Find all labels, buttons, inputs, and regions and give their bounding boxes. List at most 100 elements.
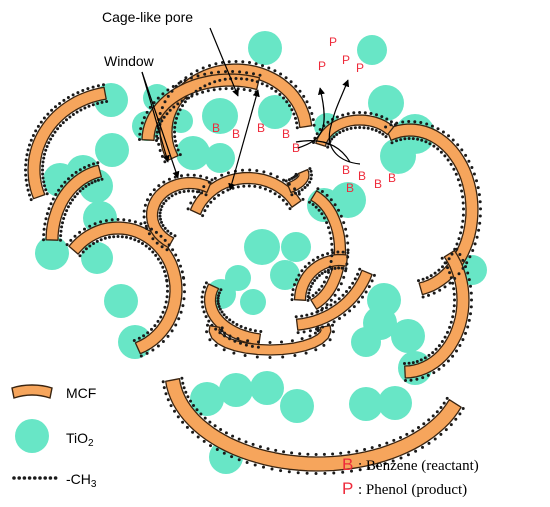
ch3-dot [70,173,74,177]
ch3-dot [43,152,46,156]
ch3-dot [308,167,312,171]
ch3-dot [198,86,202,90]
ch3-dot [375,113,378,117]
ch3-dot [159,234,163,238]
ch3-dot [469,291,473,295]
ch3-dot [146,198,149,202]
ch3-dot [328,231,332,235]
ch3-dot [328,338,332,342]
ch3-dot [250,344,254,348]
benzene-symbol: B [388,171,396,185]
ch3-dot [441,130,445,134]
ch3-dot [241,168,244,172]
ch3-dot [207,180,211,184]
ch3-dot [195,69,199,73]
ch3-dot [453,277,457,280]
ch3-dot [450,252,454,256]
ch3-dot [214,62,218,66]
ch3-dot [295,121,299,125]
ch3-dot [425,276,429,280]
ch3-dot [156,344,160,348]
ch3-dot [294,315,298,319]
ch3-dot [245,77,249,81]
ch3-dot [169,232,173,235]
ch3-dot [465,261,469,265]
ch3-dot [203,416,207,420]
ch3-dot [262,170,266,174]
ch3-dot [26,148,30,152]
ch3-dot [144,244,148,248]
ch3-dot [244,440,248,444]
ch3-dot [226,171,230,175]
ch3-dot [345,127,349,131]
ch3-dot [329,198,333,202]
ch3-dot [308,106,312,110]
ch3-dot [469,284,472,288]
ch3-dot [443,154,447,158]
ch3-dot [233,339,237,343]
ch3-dot [424,140,428,144]
ch3-dot [214,343,218,347]
ch3-dot [389,120,393,124]
ch3-dot [335,133,339,136]
ch3-dot [346,112,350,116]
ch3-dot [326,323,330,327]
ch3-dot [182,190,186,193]
tio2-particle [280,389,314,423]
ch3-dot [41,160,45,164]
ch3-dot [180,174,183,178]
ch3-dot [383,462,387,466]
ch3-dot [73,234,77,238]
ch3-dot [230,455,234,459]
ch3-dot [293,187,297,191]
ch3-dot [42,227,46,231]
ch3-dot [347,450,351,454]
ch3-dot [316,255,320,259]
ch3-dot [41,176,45,180]
ch3-dot [252,72,255,76]
ch3-dot [248,61,251,64]
ch3-dot [461,213,465,217]
ch3-dot [74,170,78,174]
ch3-dot [133,220,137,224]
ch3-dot [239,341,242,345]
ch3-dot [54,193,58,196]
ch3-dot [309,169,313,173]
ch3-dot [355,449,359,453]
ch3-dot [164,392,168,396]
ch3-dot [327,226,330,230]
ch3-dot [284,76,288,80]
ch3-dot [189,76,193,80]
ch3-dot [378,130,382,134]
ch3-dot [224,70,227,74]
ch3-dot [256,345,260,349]
ch3-dot [186,395,190,399]
ch3-dot [116,235,120,238]
ch3-dot [460,189,464,193]
ch3-dot [86,87,90,91]
reaction-flow-arrows [295,79,361,165]
ch3-dot [330,242,334,246]
ch3-dot [186,207,190,211]
ch3-dot [173,121,177,125]
ch3-dot [447,134,450,138]
ch3-dot [467,318,471,322]
mcf-wall [295,269,373,331]
ch3-dot [457,237,461,241]
ch3-dot [57,188,61,192]
ch3-dot [95,239,99,243]
ch3-dot [246,339,250,343]
ch3-dot [207,319,211,323]
ch3-dot [308,329,312,333]
ch3-dot [295,126,299,130]
ch3-dot [282,450,286,454]
ch3-dot [429,274,433,278]
ch3-dot [441,265,444,269]
ch3-dot [426,373,430,377]
ch3-dot [325,221,329,225]
ch3-dot [458,183,462,187]
ch3-dot [333,203,337,207]
ch3-dot [176,148,180,152]
ch3-dot [392,438,396,442]
tio2-particle [176,136,210,170]
